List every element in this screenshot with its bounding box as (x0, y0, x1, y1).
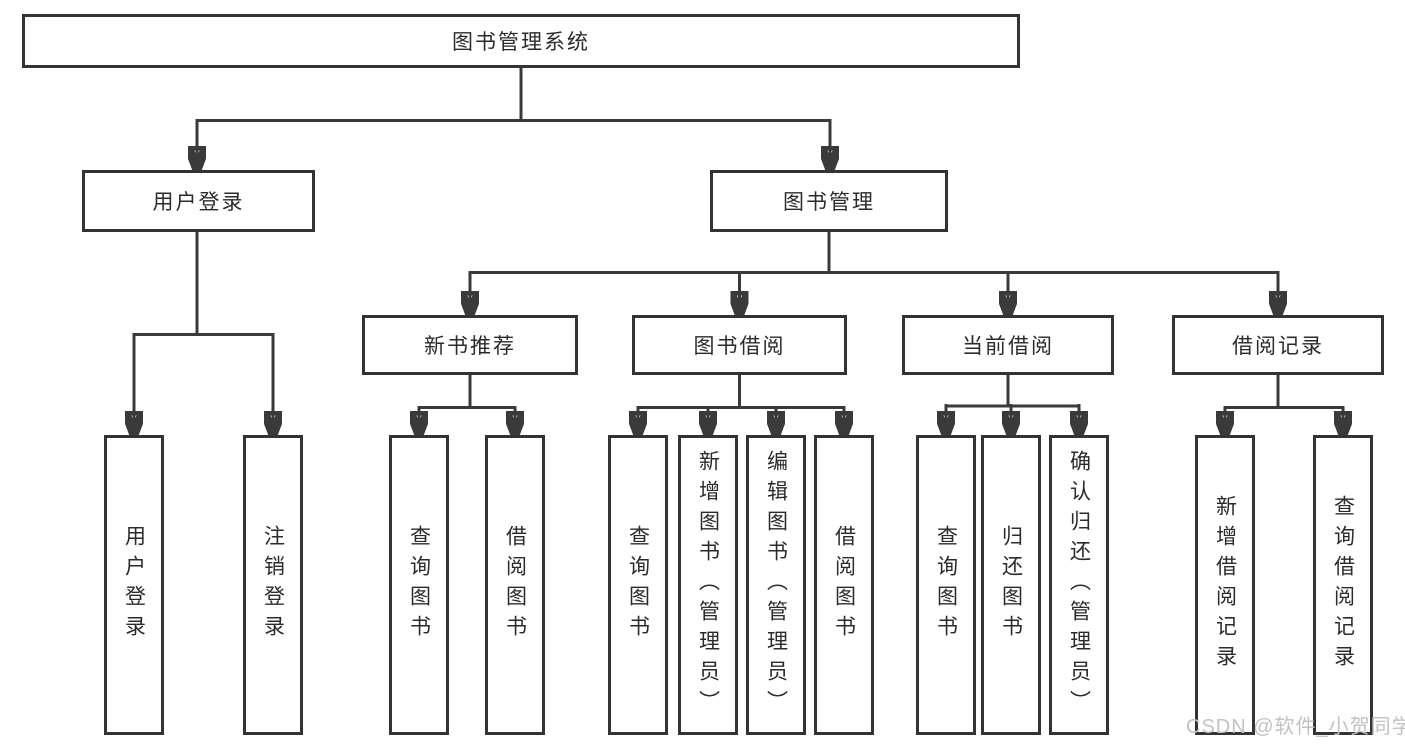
leaf-bb-borrow-books: 借阅图书 (814, 435, 874, 735)
leaf-bb-add-books-admin: 新增图书（管理员） (678, 435, 738, 735)
node-current-borrow: 当前借阅 (902, 315, 1114, 375)
leaf-br-query-record: 查询借阅记录 (1313, 435, 1373, 735)
node-label: 用户登录 (152, 191, 245, 214)
node-user-login: 用户登录 (82, 170, 315, 232)
node-label: 归还图书 (999, 525, 1023, 645)
node-label: 查询图书 (934, 525, 958, 645)
node-label: 查询图书 (626, 525, 650, 645)
node-label: 查询借阅记录 (1331, 495, 1355, 675)
leaf-nb-borrow-books: 借阅图书 (485, 435, 545, 735)
csdn-watermark: CSDN @软件_小贺同学 (1186, 716, 1405, 738)
edge-new-book-trunk (418, 375, 515, 409)
leaf-bb-query-books: 查询图书 (608, 435, 668, 735)
node-label: 查询图书 (407, 525, 431, 645)
node-label: 图书借阅 (693, 335, 786, 358)
node-label: 确认归还（管理员） (1067, 450, 1091, 720)
node-label: 借阅记录 (1232, 335, 1324, 358)
leaf-logout: 注销登录 (243, 435, 303, 735)
edge-current-borrow-trunk (946, 375, 1079, 408)
node-borrow-records: 借阅记录 (1172, 315, 1384, 375)
node-label: 注销登录 (261, 525, 285, 645)
leaf-cb-query-books: 查询图书 (916, 435, 976, 735)
leaf-nb-query-books: 查询图书 (389, 435, 449, 735)
node-label: 新书推荐 (424, 335, 516, 358)
node-label: 图书管理系统 (452, 31, 590, 54)
node-label: 借阅图书 (503, 525, 527, 645)
node-label: 新增借阅记录 (1213, 495, 1237, 675)
edge-borrow-records-trunk (1225, 375, 1343, 409)
node-label: 用户登录 (122, 525, 146, 645)
node-label: 当前借阅 (962, 335, 1054, 358)
node-label: 新增图书（管理员） (696, 450, 720, 720)
leaf-bb-edit-books-admin: 编辑图书（管理员） (746, 435, 806, 735)
edge-user-login-trunk (133, 232, 274, 336)
edge-root-trunk (197, 68, 830, 122)
node-book-management: 图书管理 (710, 170, 948, 232)
node-label: 图书管理 (783, 191, 875, 214)
node-book-borrow: 图书借阅 (632, 315, 847, 375)
leaf-cb-return-books: 归还图书 (981, 435, 1041, 735)
node-label: 编辑图书（管理员） (764, 450, 788, 720)
node-label: 借阅图书 (832, 525, 856, 645)
leaf-br-add-record: 新增借阅记录 (1195, 435, 1255, 735)
leaf-cb-confirm-return-admin: 确认归还（管理员） (1049, 435, 1109, 735)
edge-book-borrow-trunk (638, 375, 844, 409)
node-system-root: 图书管理系统 (22, 14, 1020, 68)
node-new-book-recommend: 新书推荐 (362, 315, 578, 375)
leaf-user-login: 用户登录 (104, 435, 164, 735)
edge-book-management-trunk (469, 232, 1279, 274)
